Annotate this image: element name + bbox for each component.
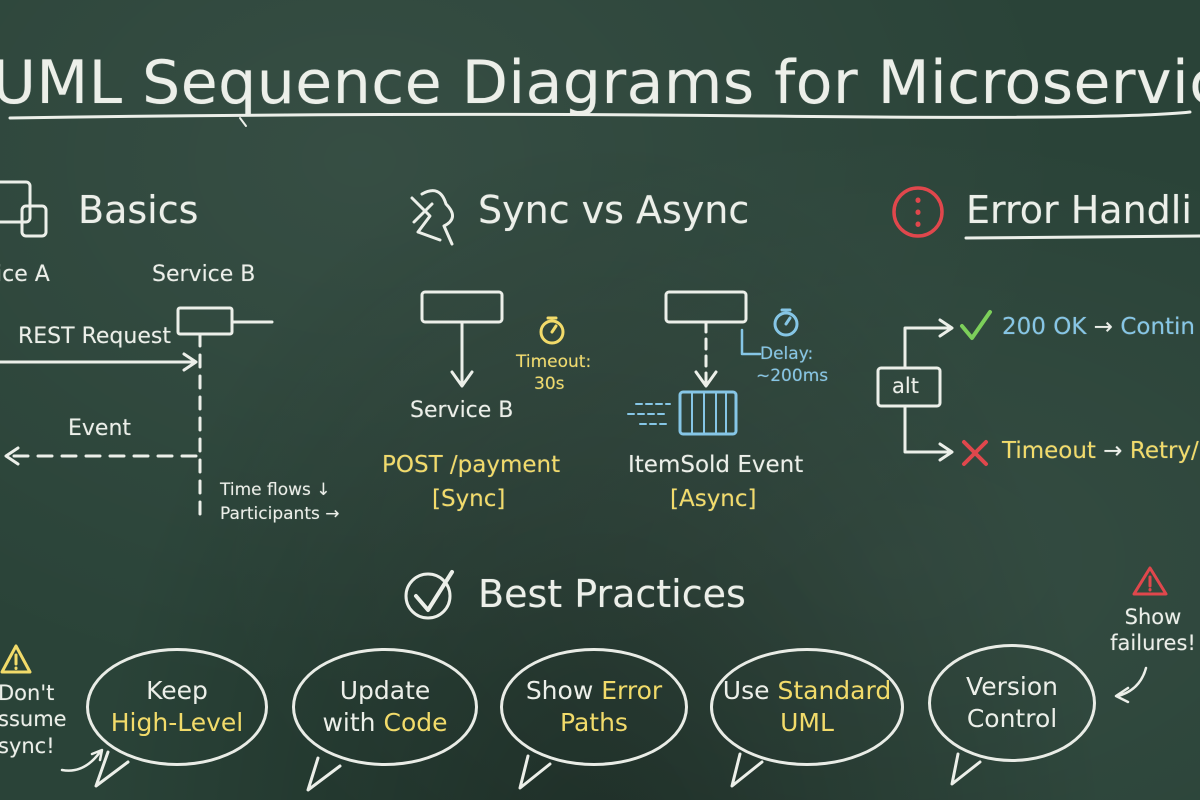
failure-code: Timeout (1002, 438, 1096, 464)
sync-tag: [Sync] (432, 486, 506, 512)
success-action: Contin (1120, 314, 1196, 340)
async-event-label: ItemSold Event (628, 452, 804, 478)
basics-heading: Basics (78, 188, 199, 232)
async-tag: [Async] (670, 486, 757, 512)
note-line1: Time flows ↓ (220, 480, 331, 500)
bubble-keep-high-level: Keep High-Level (86, 648, 268, 766)
bubble-highlight: High-Level (110, 708, 244, 737)
bubble-use-standard-uml: Use Standard UML (710, 648, 904, 766)
delay-line2: ~200ms (756, 366, 829, 386)
warning-icon-left (2, 646, 30, 672)
bubble-text: Keep (146, 675, 208, 705)
bubble-highlight: Error (601, 675, 663, 705)
error-heading: Error Handli (966, 188, 1192, 232)
sync-async-heading: Sync vs Async (478, 188, 750, 232)
warning-left-line1: Don't (0, 681, 55, 705)
bubble-text: with (322, 708, 376, 737)
success-code: 200 OK (1002, 314, 1087, 340)
alt-branch (905, 320, 952, 368)
warning-note-right: Show failures! (1108, 604, 1198, 657)
best-practices-heading: Best Practices (478, 572, 746, 616)
check-icon (962, 312, 990, 338)
warning-note-left: Don't ssume sync! (0, 680, 67, 759)
timer-icon-async (775, 310, 797, 335)
sync-box (422, 292, 502, 322)
sync-call-label: POST /payment (382, 452, 561, 478)
bubble-highlight: Paths (560, 708, 628, 737)
bubble-text: Show (525, 675, 594, 705)
bubble-highlight: Code (383, 708, 448, 737)
bubble-text: Update (339, 675, 431, 705)
request-arrow (0, 354, 196, 370)
error-heading-underline (966, 236, 1200, 238)
lifeline-b-box (178, 308, 232, 334)
async-box (666, 292, 746, 322)
warning-icon-right (1134, 568, 1166, 594)
sync-arrow (452, 322, 472, 386)
devices-icon (0, 182, 46, 236)
warning-left-line2: ssume (0, 707, 67, 732)
bubble-highlight: Standard (777, 675, 892, 705)
arrow-glyph: → (1086, 314, 1121, 340)
bubble-text: Control (966, 704, 1058, 733)
warning-right-line2: failures! (1110, 631, 1196, 656)
cross-icon (964, 442, 986, 464)
bubble-show-error-paths: Show Error Paths (500, 648, 688, 766)
event-label: Event (68, 416, 132, 441)
alt-fragment (878, 368, 940, 406)
error-icon (894, 188, 942, 236)
title-underline (10, 112, 1190, 118)
sync-target-label: Service B (410, 398, 514, 423)
note-line2: Participants → (220, 504, 340, 524)
puzzle-icon (412, 191, 453, 244)
participant-b-label: Service B (152, 262, 256, 287)
delay-line1: Delay: (760, 344, 814, 364)
failure-row: Timeout → Retry/ (1002, 438, 1199, 464)
alt-label: alt (892, 374, 919, 398)
warning-right-line1: Show (1124, 605, 1182, 629)
bubble-highlight: UML (780, 708, 834, 737)
bubble-text: Use (722, 675, 770, 705)
success-row: 200 OK → Contin (1002, 314, 1195, 340)
bubble-update-with-code: Update with Code (292, 648, 478, 766)
arrow-glyph: → (1095, 438, 1130, 464)
timer-icon-sync (541, 318, 563, 343)
page-title: UML Sequence Diagrams for Microservices (0, 48, 1200, 118)
participant-a-label: ice A (0, 262, 50, 287)
request-label: REST Request (18, 324, 171, 349)
warning-left-line3: sync! (0, 733, 55, 758)
failure-action: Retry/ (1129, 438, 1199, 464)
timeout-line1: Timeout: (516, 352, 592, 372)
check-circle-icon (406, 572, 452, 618)
bubble-version-control: Version Control (928, 644, 1096, 762)
bubble-text: Version (966, 671, 1058, 701)
message-queue (680, 392, 736, 434)
timeout-line2: 30s (534, 374, 565, 394)
